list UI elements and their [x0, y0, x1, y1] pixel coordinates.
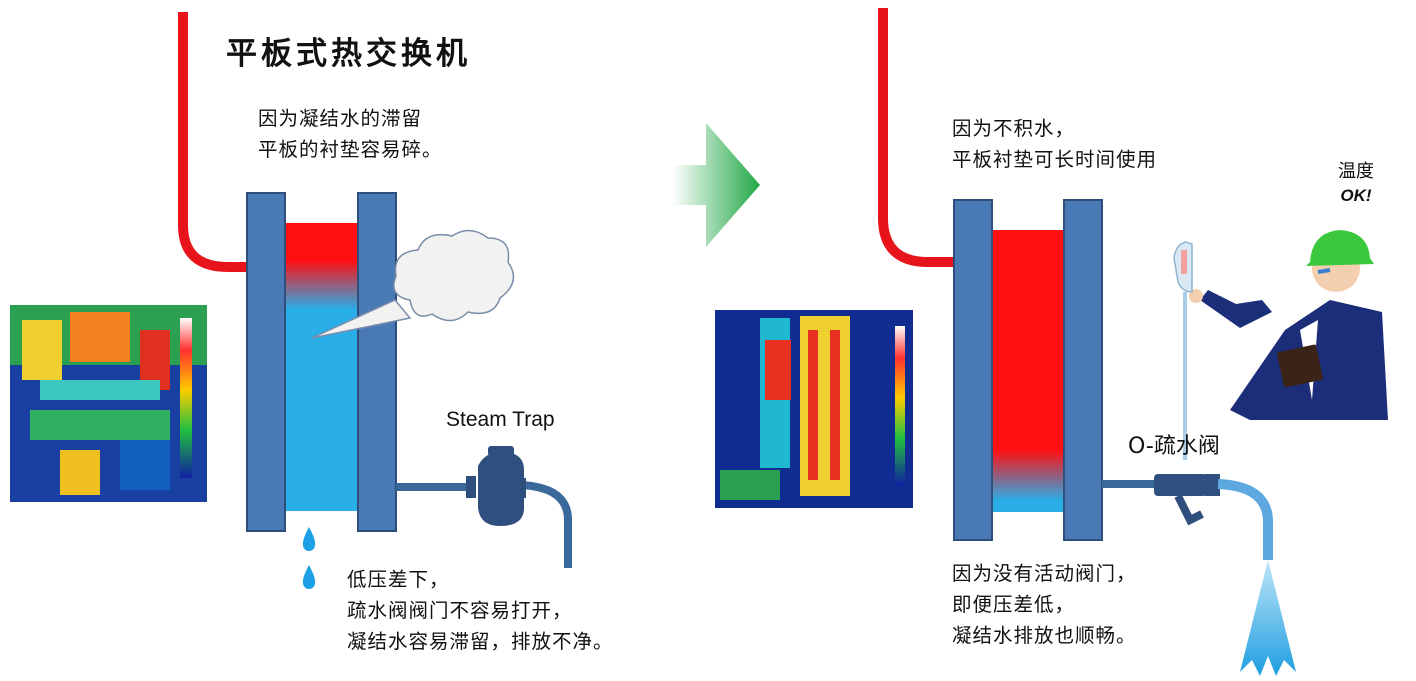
temperature-label: 温度	[1338, 161, 1374, 182]
left-top-note: 因为凝结水的滞留 平板的衬垫容易碎。	[258, 103, 443, 165]
thermal-camera-image-right	[715, 310, 913, 508]
worker-figure	[1189, 230, 1388, 420]
clipboard-icon	[1277, 344, 1323, 388]
thermal-camera-image-left	[10, 305, 207, 502]
temperature-callout: 温度 OK!	[1338, 160, 1374, 208]
transition-arrow-icon	[672, 123, 760, 247]
steam-inlet-pipe-right	[878, 8, 953, 267]
steam-inlet-pipe-left	[178, 12, 246, 272]
plate-right-outer	[953, 199, 993, 541]
condensate-pipe-right-drop	[1217, 479, 1273, 560]
diagram-title: 平板式热交换机	[226, 36, 471, 72]
plate-left-inner	[357, 192, 397, 532]
right-top-note-line: 因为不积水，	[952, 117, 1076, 140]
plate-right-inner	[1063, 199, 1103, 541]
water-drop-icon	[302, 527, 316, 551]
right-bottom-note-line: 凝结水排放也顺畅。	[952, 624, 1137, 647]
o-valve-label: O-疏水阀	[1128, 434, 1220, 459]
water-drop-icon	[302, 565, 316, 589]
condensate-pipe-left-drop	[519, 481, 572, 568]
exchanger-core-left	[284, 223, 358, 511]
steam-trap-icon	[466, 446, 526, 526]
infrared-thermometer-icon	[1173, 241, 1193, 460]
left-bottom-note-line: 凝结水容易滞留，排放不净。	[347, 630, 614, 653]
steam-trap-label: Steam Trap	[446, 408, 555, 431]
plate-left-outer	[246, 192, 286, 532]
left-bottom-note-line: 低压差下，	[347, 568, 450, 591]
water-spray-icon	[1240, 560, 1296, 676]
right-top-note: 因为不积水， 平板衬垫可长时间使用	[952, 113, 1157, 175]
right-bottom-note: 因为没有活动阀门， 即便压差低， 凝结水排放也顺畅。	[952, 558, 1137, 651]
temperature-ok-label: OK!	[1340, 186, 1372, 205]
left-top-note-line: 因为凝结水的滞留	[258, 107, 423, 130]
right-top-note-line: 平板衬垫可长时间使用	[952, 148, 1158, 171]
left-bottom-note: 低压差下， 疏水阀阀门不容易打开， 凝结水容易滞留，排放不净。	[347, 564, 614, 657]
exchanger-core-right	[992, 230, 1064, 512]
left-top-note-line: 平板的衬垫容易碎。	[258, 138, 443, 161]
o-steam-trap-icon	[1154, 474, 1220, 526]
right-bottom-note-line: 即便压差低，	[952, 593, 1076, 616]
steam-cloud-icon	[311, 229, 515, 339]
right-bottom-note-line: 因为没有活动阀门，	[952, 562, 1137, 585]
left-bottom-note-line: 疏水阀阀门不容易打开，	[347, 599, 573, 622]
hard-hat-icon	[1306, 230, 1374, 266]
